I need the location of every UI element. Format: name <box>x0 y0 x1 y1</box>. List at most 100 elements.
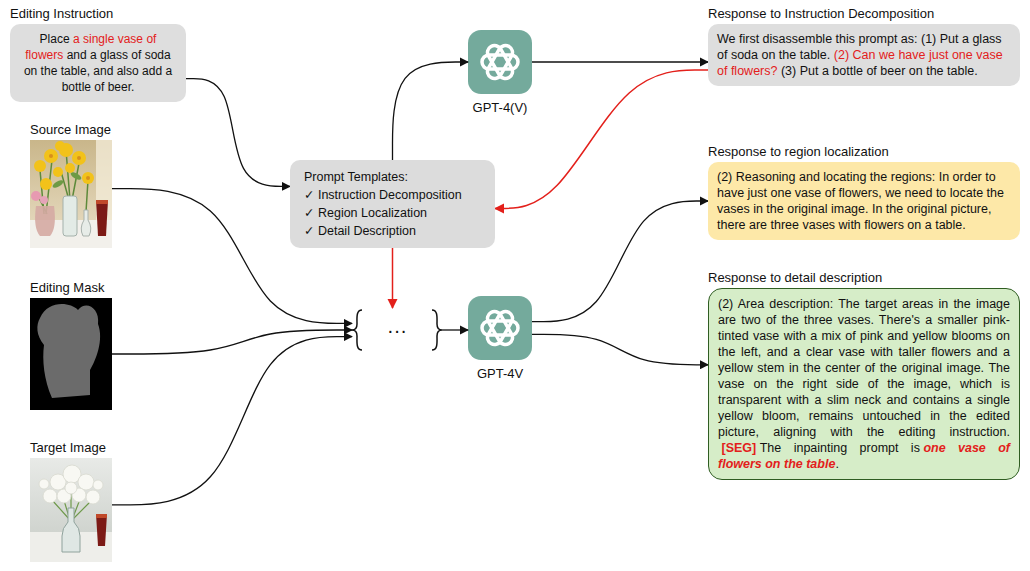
open-brace <box>352 310 362 350</box>
flower-centre <box>49 154 53 158</box>
connector-arrow <box>532 334 708 364</box>
panel-heading: Response to region localization <box>708 144 1020 160</box>
input-brace: ··· <box>352 308 442 352</box>
image-panel: Source Image <box>30 122 112 248</box>
flower <box>78 474 94 490</box>
model-icon: GPT-4V <box>466 296 534 382</box>
flower-centre <box>77 156 81 160</box>
flower-centres <box>49 154 90 180</box>
connector-arrow <box>112 337 352 505</box>
logo-loop <box>485 309 515 347</box>
box-shape: (2) Reasoning and locating the regions: … <box>708 162 1020 240</box>
box-shape: Placea single vase of flowersand a glass… <box>10 24 186 102</box>
text-line: ✓ Detail Description <box>304 222 481 240</box>
mask-background <box>30 298 112 410</box>
box-shape: ··· <box>352 308 442 352</box>
glass-rim <box>96 514 107 518</box>
model-name: GPT-4(V) <box>466 100 534 116</box>
openai-logo <box>468 296 532 360</box>
flower <box>53 167 63 177</box>
connector-arrow <box>532 61 708 62</box>
panel-heading: Editing Mask <box>30 280 112 296</box>
logo-tile <box>468 296 532 360</box>
connector-arrow <box>532 201 708 322</box>
flower-centre <box>86 176 90 180</box>
glass-rim <box>96 200 108 204</box>
flower <box>39 479 49 489</box>
red-glass <box>96 200 108 236</box>
close-brace <box>432 310 442 350</box>
flower <box>82 172 94 184</box>
flower <box>40 178 52 190</box>
body-text: The inpainting prompt is <box>760 441 920 455</box>
text-line: ··· <box>352 308 442 352</box>
connector-arrow <box>392 248 394 308</box>
box-shape: Prompt Templates:✓ Instruction Decomposi… <box>290 160 495 248</box>
body-text: Place <box>40 32 70 46</box>
connector-arrow <box>393 62 469 160</box>
logo-loop <box>485 43 515 81</box>
white-flowers <box>39 465 103 504</box>
body-text: [SEG] <box>722 441 757 455</box>
template-box: Prompt Templates:✓ Instruction Decomposi… <box>290 160 495 248</box>
connector-arrow <box>495 70 708 208</box>
response-box: Response to detail description (2) Area d… <box>708 270 1020 480</box>
body-text: . <box>835 457 838 471</box>
mask-picture <box>30 298 112 410</box>
openai-logo <box>468 30 532 94</box>
connector-arrow <box>112 330 352 354</box>
flower <box>72 151 86 165</box>
logo-knot <box>482 309 518 347</box>
instruction-box: Editing InstructionPlacea single vase of… <box>10 6 186 102</box>
body-text: (2) Reasoning and locating the regions: … <box>717 170 1004 232</box>
box-shape: We first disassemble this prompt as: (1)… <box>708 24 1020 86</box>
model-name: GPT-4V <box>466 366 534 382</box>
panel-heading: Response to Instruction Decomposition <box>708 6 1020 22</box>
photo-background <box>30 140 112 248</box>
flower <box>43 489 57 503</box>
flower <box>65 482 77 494</box>
response-box: Response to region localization (2) Reaso… <box>708 144 1020 240</box>
clear-vase <box>63 196 77 236</box>
icon-frame <box>468 296 532 360</box>
flower <box>34 160 46 172</box>
panel-heading: Editing Instruction <box>10 6 186 22</box>
icon-frame <box>468 30 532 94</box>
logo-loop <box>485 309 515 347</box>
logo-loop <box>485 43 515 81</box>
response-box: Response to Instruction Decomposition We … <box>708 6 1020 86</box>
pink-vase <box>35 206 55 236</box>
leaf <box>52 179 65 189</box>
pink-flower <box>40 196 48 204</box>
image-panel: Editing Mask <box>30 280 112 410</box>
image-frame <box>30 458 112 562</box>
yellow-flowers <box>34 141 94 190</box>
body-text: (3) Put a bottle of beer on the table. <box>781 64 978 78</box>
connector-arrow <box>442 329 468 330</box>
target-photo <box>30 458 112 562</box>
body-text: (2) Area description: The target areas i… <box>718 297 1010 439</box>
panel-heading: Response to detail description <box>708 270 1020 286</box>
flower <box>86 490 100 504</box>
flower <box>44 149 58 163</box>
panel-heading: Source Image <box>30 122 112 138</box>
pink-flower <box>31 191 41 201</box>
slim-vase <box>81 210 91 236</box>
logo-knot <box>482 43 518 81</box>
text-line: ✓ Instruction Decomposition <box>304 186 481 204</box>
logo-tile <box>468 30 532 94</box>
bottle-vase <box>62 508 80 552</box>
model-icon: GPT-4(V) <box>466 30 534 116</box>
image-frame <box>30 140 112 248</box>
source-photo <box>30 140 112 248</box>
box-shape: (2) Area description: The target areas i… <box>708 288 1020 480</box>
flower-stems <box>36 150 88 214</box>
flower <box>93 480 103 490</box>
flower <box>65 163 75 173</box>
mask-region <box>37 304 100 398</box>
photo-background <box>30 458 112 562</box>
connector-arrow <box>186 79 290 187</box>
red-glass <box>96 514 107 546</box>
image-frame <box>30 298 112 410</box>
